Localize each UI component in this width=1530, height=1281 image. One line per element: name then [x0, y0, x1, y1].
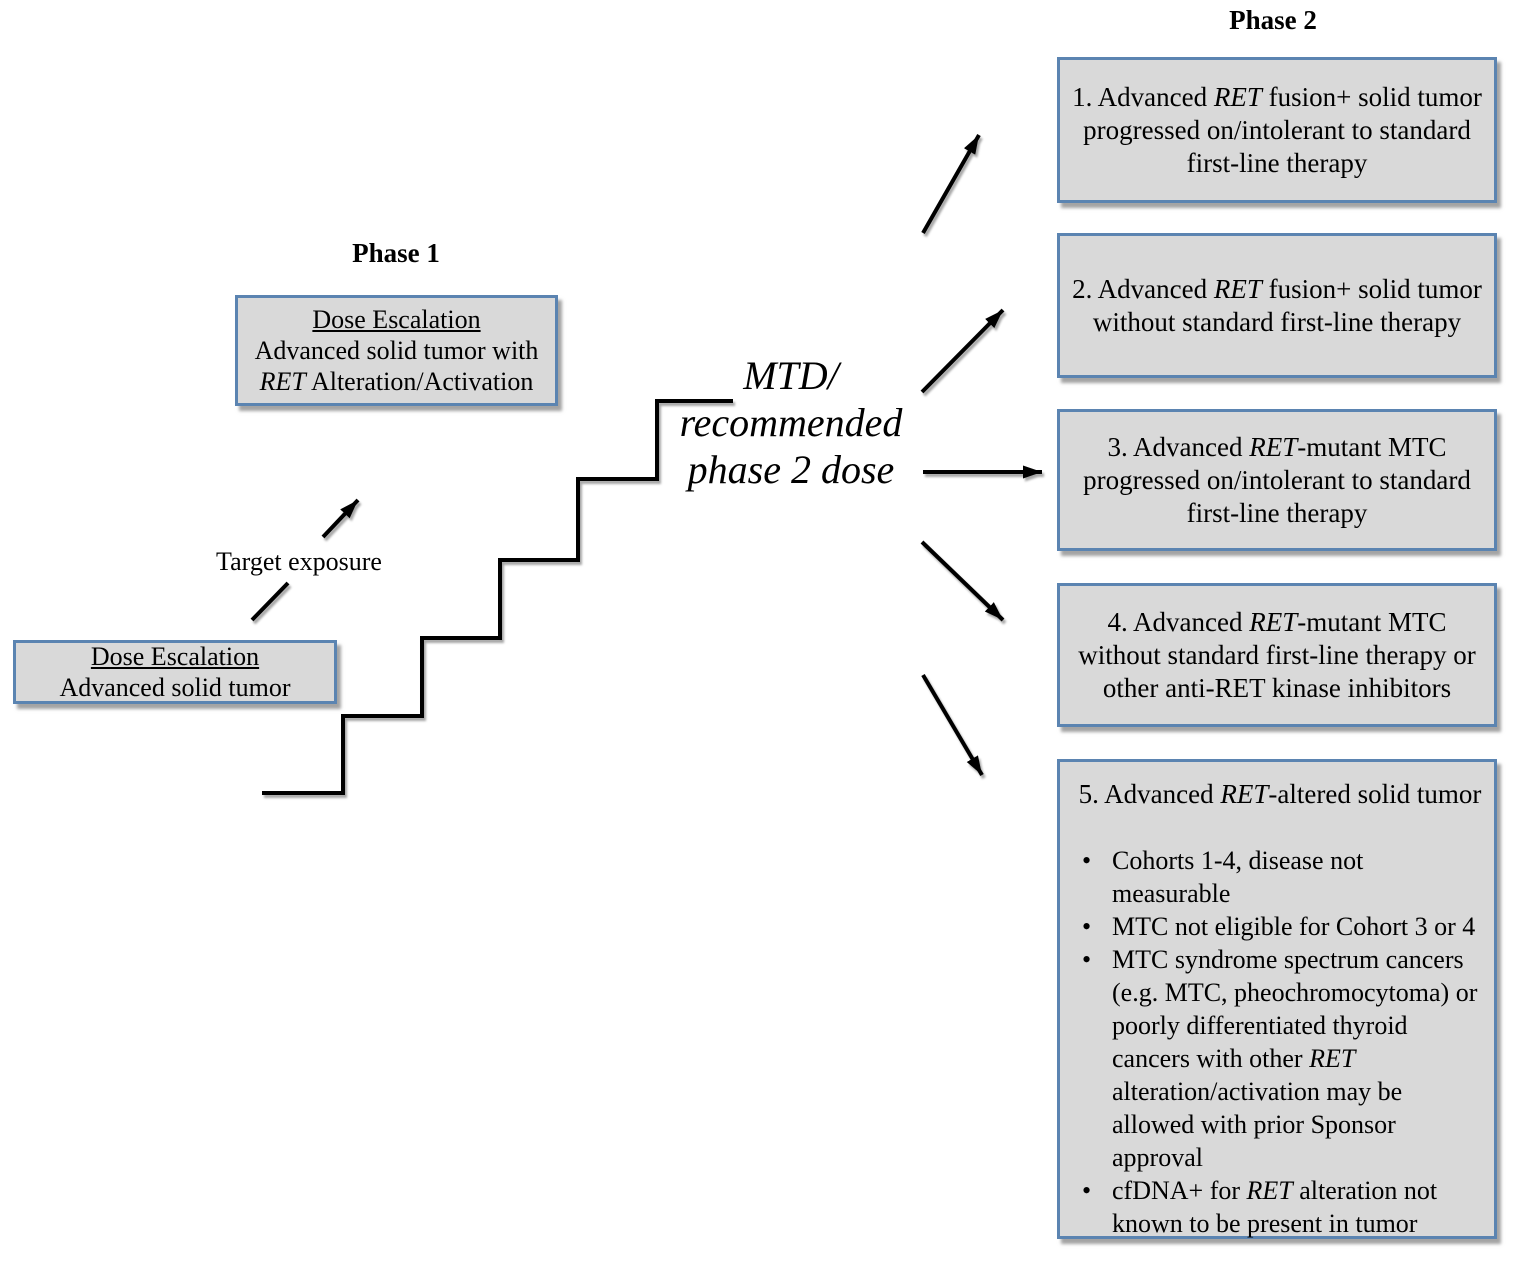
cohort-4-box: 4. Advanced RET-mutant MTC without stand…	[1057, 583, 1497, 727]
gene-name: RET	[259, 367, 306, 396]
gene-name: RET	[1213, 81, 1262, 112]
phase1-ret-dose-escalation-box: Dose Escalation Advanced solid tumor wit…	[235, 295, 558, 406]
phase1-heading: Phase 1	[352, 238, 440, 268]
cohort-1-box: 1. Advanced RET fusion+ solid tumor prog…	[1057, 57, 1497, 203]
dose-escalation-staircase	[262, 399, 733, 795]
list-item: •cfDNA+ for RET alteration not known to …	[1076, 1174, 1484, 1240]
list-item: •Cohorts 1-4, disease not measurable	[1076, 844, 1484, 910]
cohort-4-text: 4. Advanced RET-mutant MTC without stand…	[1078, 606, 1476, 703]
cohort-3-text: 3. Advanced RET-mutant MTC progressed on…	[1083, 431, 1471, 528]
gene-name: RET	[1249, 606, 1298, 637]
cohort-5-box: 5. Advanced RET-altered solid tumor •Coh…	[1057, 759, 1497, 1239]
mtd-recommended-phase2-dose-label: MTD/ recommended phase 2 dose	[679, 353, 903, 492]
phase2-heading: Phase 2	[1229, 5, 1317, 35]
cohort-5-bullet-list: •Cohorts 1-4, disease not measurable •MT…	[1076, 844, 1484, 1240]
target-exposure-arrow-lower-segment	[250, 581, 290, 622]
phase1-base-dose-escalation-box: Dose Escalation Advanced solid tumor	[13, 640, 337, 704]
target-exposure-arrow-upper-segment	[321, 498, 360, 539]
cohort-3-box: 3. Advanced RET-mutant MTC progressed on…	[1057, 409, 1497, 551]
arrow-to-cohort-2	[920, 308, 1005, 394]
arrow-to-cohort-5	[921, 673, 984, 777]
box-line: RET Alteration/Activation	[259, 367, 534, 396]
arrow-to-cohort-1	[921, 134, 981, 234]
gene-name: RET	[1246, 1176, 1293, 1205]
cohort-1-text: 1. Advanced RET fusion+ solid tumor prog…	[1072, 81, 1482, 178]
gene-name: RET	[1309, 1044, 1356, 1073]
box-title: Dose Escalation	[312, 305, 481, 334]
bullet-marker: •	[1082, 945, 1092, 974]
cohort-2-box: 2. Advanced RET fusion+ solid tumor with…	[1057, 233, 1497, 378]
gene-name: RET	[1249, 431, 1298, 462]
bullet-marker: •	[1082, 846, 1092, 875]
cohort-5-title: 5. Advanced RET-altered solid tumor	[1078, 779, 1482, 809]
box-line: Advanced solid tumor with	[254, 336, 539, 365]
bullet-marker: •	[1082, 1176, 1092, 1205]
box-line: Advanced solid tumor	[59, 673, 291, 702]
bullet-marker: •	[1082, 912, 1092, 941]
target-exposure-label: Target exposure	[216, 547, 382, 576]
gene-name: RET	[1220, 779, 1269, 809]
box-title: Dose Escalation	[90, 642, 260, 671]
list-item: •MTC not eligible for Cohort 3 or 4	[1076, 910, 1484, 943]
list-item: •MTC syndrome spectrum cancers (e.g. MTC…	[1076, 943, 1484, 1174]
cohort-2-text: 2. Advanced RET fusion+ solid tumor with…	[1072, 273, 1482, 337]
gene-name: RET	[1213, 273, 1262, 304]
arrow-to-cohort-4	[920, 540, 1005, 622]
